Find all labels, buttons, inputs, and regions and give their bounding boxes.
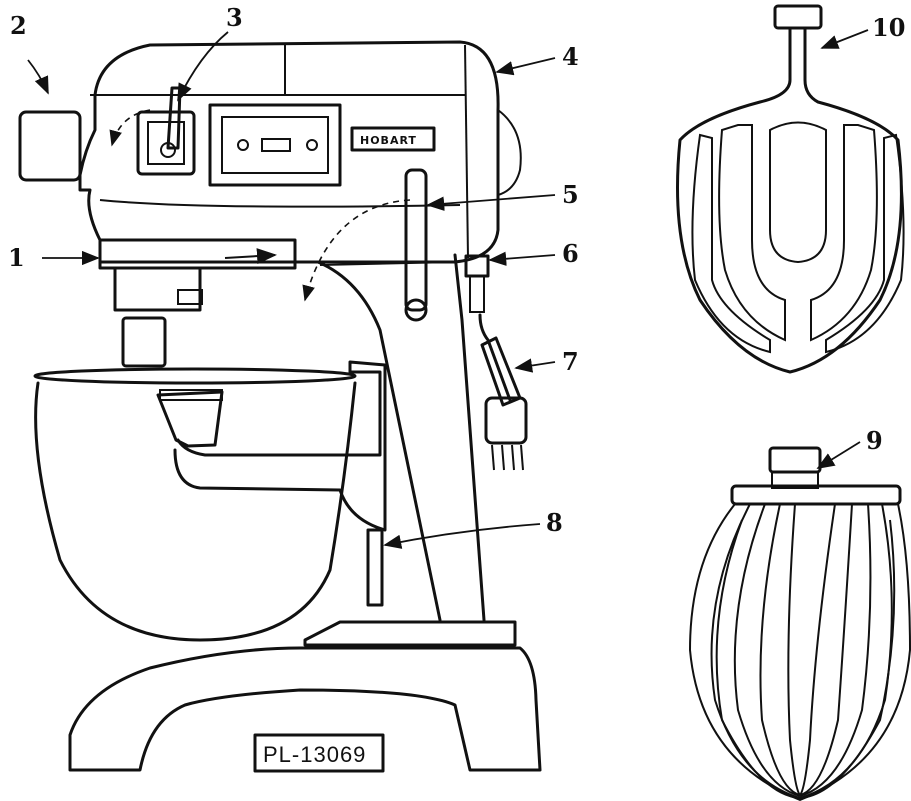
callout-6: 6	[562, 239, 579, 268]
bowl-arm	[173, 360, 387, 532]
figure-id: PL-13069	[263, 742, 366, 767]
mixer-base	[68, 646, 542, 772]
flat-beater	[676, 4, 905, 374]
mixer-column	[316, 253, 486, 622]
power-cord	[478, 313, 528, 471]
callout-3: 3	[226, 3, 243, 32]
callout-2: 2	[10, 11, 27, 40]
base-platform	[303, 620, 517, 647]
shift-plate	[136, 110, 196, 176]
wire-whip	[688, 446, 911, 801]
callout-1: 1	[8, 243, 25, 272]
front-hub	[18, 110, 82, 182]
callout-4: 4	[562, 42, 579, 71]
callout-9: 9	[866, 426, 883, 455]
brand-plate	[350, 126, 436, 152]
switch-rod	[404, 168, 428, 312]
callout-8: 8	[546, 508, 563, 537]
callout-leaders	[27, 29, 869, 549]
callout-5: 5	[562, 180, 579, 209]
mixing-bowl	[33, 367, 357, 642]
callout-labels: 1 2 3 4 5 6 7 8 9 10	[8, 3, 905, 537]
figure-id-plate: PL-13069	[253, 733, 385, 773]
callout-7: 7	[562, 347, 579, 376]
adjust-rod	[366, 528, 384, 607]
planetary-housing	[98, 238, 297, 270]
callout-10: 10	[872, 13, 905, 42]
mixer-illustration: HOBART	[18, 40, 542, 772]
control-panel	[208, 103, 342, 187]
brand-text: HOBART	[360, 134, 417, 147]
